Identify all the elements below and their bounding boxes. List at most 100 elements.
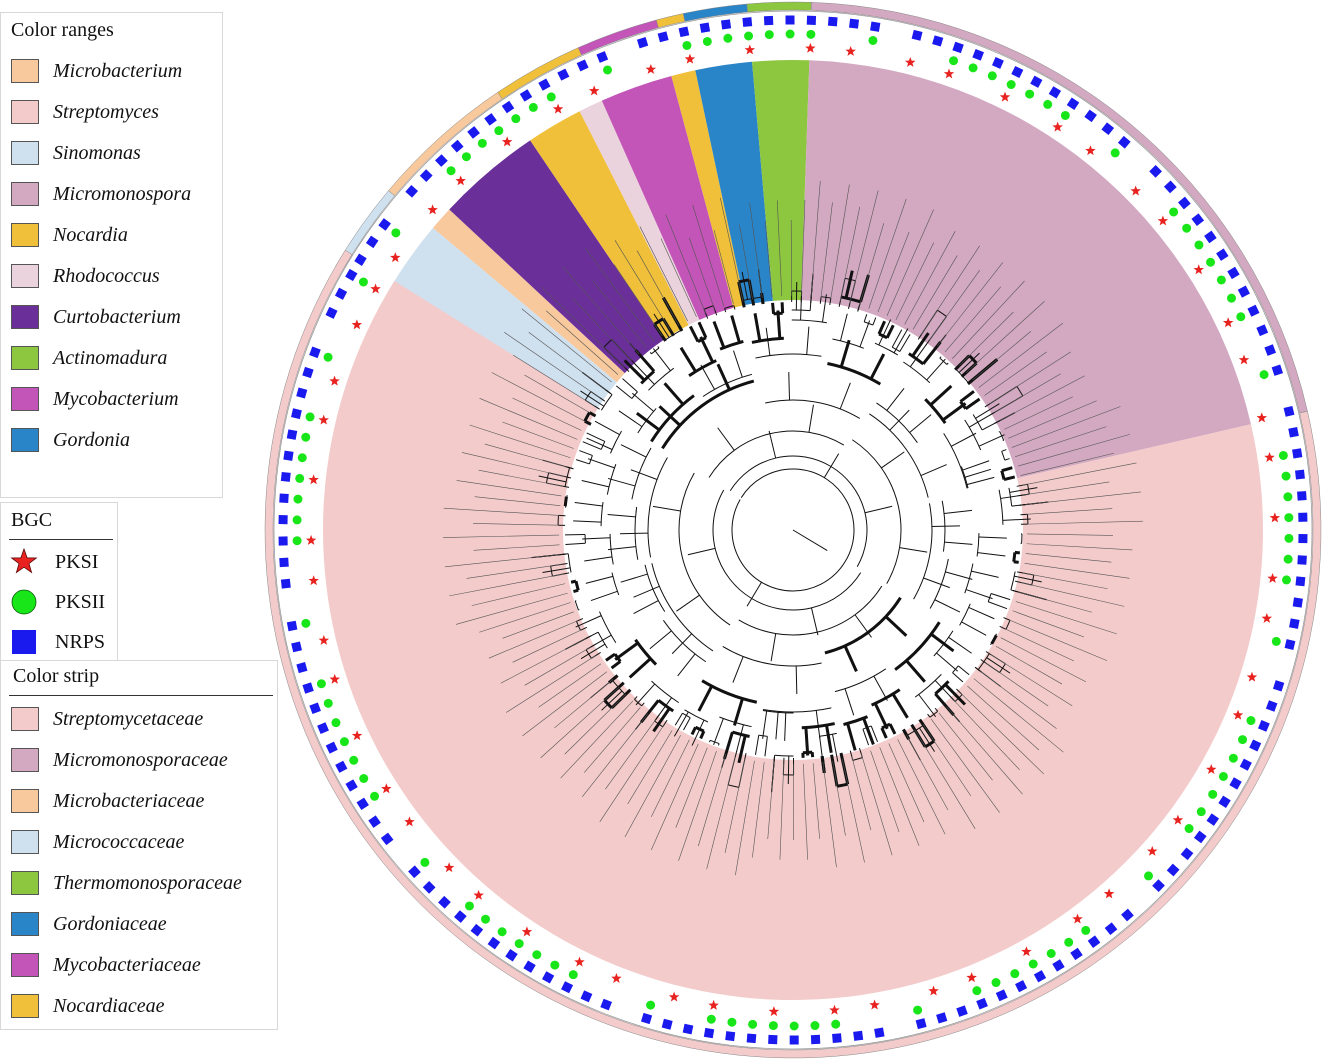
leaf-branch (580, 626, 588, 631)
nrps-marker (541, 971, 555, 984)
nrps-marker (1011, 65, 1024, 79)
pksii-marker (1196, 807, 1206, 817)
nrps-marker (1237, 285, 1250, 298)
clade-arc (852, 439, 902, 584)
internal-branch (634, 363, 655, 385)
clade-arc (609, 430, 622, 454)
legend-item-mycobacteriaceae: Mycobacteriaceae (11, 950, 201, 980)
leaf-branch (586, 432, 606, 442)
nrps-marker (870, 21, 881, 32)
internal-branch (936, 652, 959, 672)
pksii-marker (1283, 554, 1293, 564)
internal-branch (620, 532, 649, 535)
taxon-label-mark (443, 534, 560, 538)
pksii-marker (532, 950, 542, 960)
actinomadura-swatch (11, 346, 39, 370)
taxon-label-mark (473, 523, 560, 526)
pksii-marker (748, 1019, 758, 1029)
nrps-marker (286, 620, 298, 632)
internal-branch (944, 683, 967, 706)
nrps-marker (561, 981, 574, 994)
leaf-branch (819, 296, 822, 304)
taxon-label-mark (764, 221, 773, 297)
taxon-label-mark (1020, 582, 1125, 607)
internal-branch (652, 348, 671, 372)
micrococcaceae-swatch (11, 830, 39, 854)
legend-label: PKSI (55, 550, 99, 573)
pksii-marker (1028, 959, 1038, 969)
range-microbacterium (432, 209, 625, 383)
taxon-label-mark (1012, 610, 1085, 638)
internal-branch (804, 727, 810, 756)
taxon-label-mark (914, 729, 976, 829)
nrps-marker (1272, 680, 1285, 692)
leaf-branch (724, 308, 727, 313)
pksii-marker (1236, 312, 1246, 322)
nrps-marker (1178, 196, 1191, 210)
taxon-label-mark (665, 214, 706, 314)
taxon-label-mark (639, 226, 688, 322)
internal-branch (978, 434, 1005, 447)
internal-branch (839, 382, 851, 410)
nrps-marker (1117, 135, 1131, 149)
leaf-branch (709, 740, 711, 743)
pksii-marker (305, 412, 315, 422)
microbacteriaceae-swatch (11, 789, 39, 813)
pksii-marker (292, 515, 302, 525)
internal-branch (575, 615, 602, 628)
internal-branch (623, 359, 646, 382)
taxon-label-mark (840, 206, 861, 301)
pksi-marker (999, 91, 1011, 102)
internal-branch (713, 718, 724, 745)
internal-branch (986, 657, 1011, 674)
pksi-marker (1157, 215, 1169, 226)
internal-branch (607, 546, 636, 551)
pksii-marker (1208, 789, 1218, 799)
nrps-marker (1295, 469, 1305, 480)
pksii-marker (461, 152, 471, 162)
nrps-marker (325, 741, 338, 754)
nrps-marker (1229, 777, 1242, 790)
taxon-label-mark (820, 202, 833, 298)
nrps-marker (580, 990, 593, 1003)
internal-branch (934, 680, 955, 702)
micromonospora-swatch (11, 182, 39, 206)
pksi-marker (1021, 946, 1032, 957)
clade-arc (762, 707, 832, 713)
pksii-marker (789, 1021, 799, 1031)
taxon-label-mark (1004, 396, 1074, 430)
nrps-marker (438, 895, 451, 909)
pksii-marker (1238, 735, 1248, 745)
internal-branch (746, 581, 762, 607)
legend-label: Mycobacterium (53, 387, 179, 410)
taxon-label-mark (1022, 572, 1108, 590)
nrps-marker (1166, 863, 1180, 877)
range-micromonospora (801, 60, 1251, 479)
nrps-marker (1033, 970, 1047, 983)
pksi-marker (381, 783, 392, 794)
internal-branch (1014, 575, 1042, 583)
taxon-label-mark (572, 297, 632, 361)
leaf-branch (582, 441, 602, 450)
nrps-marker (325, 306, 338, 319)
pksii-marker (550, 960, 560, 970)
pksii-marker (323, 352, 333, 362)
nrps-marker (1030, 75, 1043, 88)
nrps-marker (365, 235, 379, 249)
taxon-label-mark (929, 269, 980, 341)
nrps-marker (785, 15, 795, 25)
pksi-marker (1085, 145, 1096, 156)
nrps-marker (1295, 576, 1306, 587)
nrps-marker (932, 35, 944, 47)
taxon-label-mark (505, 655, 596, 713)
root-branch (792, 529, 828, 552)
internal-branch (730, 315, 741, 343)
taxon-label-mark (1025, 491, 1141, 505)
legend-item-streptomyces: Streptomyces (11, 97, 159, 127)
taxon-label-mark (1026, 533, 1113, 536)
leaf-branch (754, 735, 760, 755)
pksi-marker (611, 972, 622, 983)
leaf-branch (958, 665, 970, 676)
clade-arc (874, 342, 899, 356)
taxon-label-mark (650, 739, 690, 818)
